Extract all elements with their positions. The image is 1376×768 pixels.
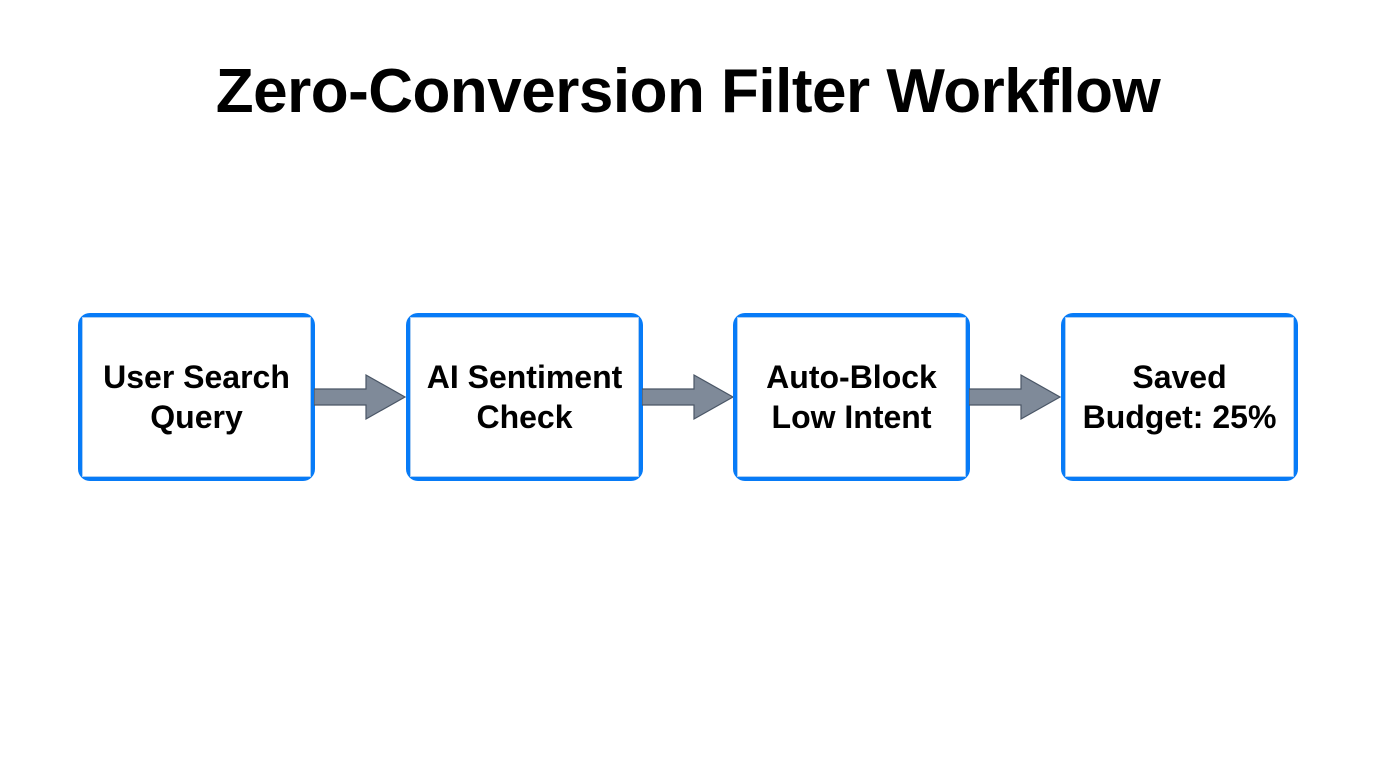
flow-arrow-1 xyxy=(314,372,406,422)
flow-node-user-search-query[interactable]: User Search Query xyxy=(78,313,315,481)
flow-node-ai-sentiment-check[interactable]: AI Sentiment Check xyxy=(406,313,643,481)
arrow-right-icon xyxy=(969,373,1061,421)
arrow-right-icon xyxy=(642,373,734,421)
workflow-flow-row: User Search Query AI Sentiment Check Aut… xyxy=(78,313,1298,481)
flow-node-body: Auto-Block Low Intent xyxy=(737,317,966,477)
flow-node-auto-block-low-intent[interactable]: Auto-Block Low Intent xyxy=(733,313,970,481)
flow-arrow-2 xyxy=(642,372,734,422)
flow-node-body: Saved Budget: 25% xyxy=(1065,317,1294,477)
flow-node-body: User Search Query xyxy=(82,317,311,477)
arrow-right-icon xyxy=(314,373,406,421)
flow-arrow-3 xyxy=(969,372,1061,422)
flow-node-body: AI Sentiment Check xyxy=(410,317,639,477)
flow-node-label: AI Sentiment Check xyxy=(426,359,623,435)
page-title: Zero-Conversion Filter Workflow xyxy=(215,57,1161,126)
flow-node-label: Saved Budget: 25% xyxy=(1082,359,1277,435)
flow-node-label: Auto-Block Low Intent xyxy=(766,359,937,435)
flow-node-saved-budget[interactable]: Saved Budget: 25% xyxy=(1061,313,1298,481)
flow-node-label: User Search Query xyxy=(103,359,290,435)
